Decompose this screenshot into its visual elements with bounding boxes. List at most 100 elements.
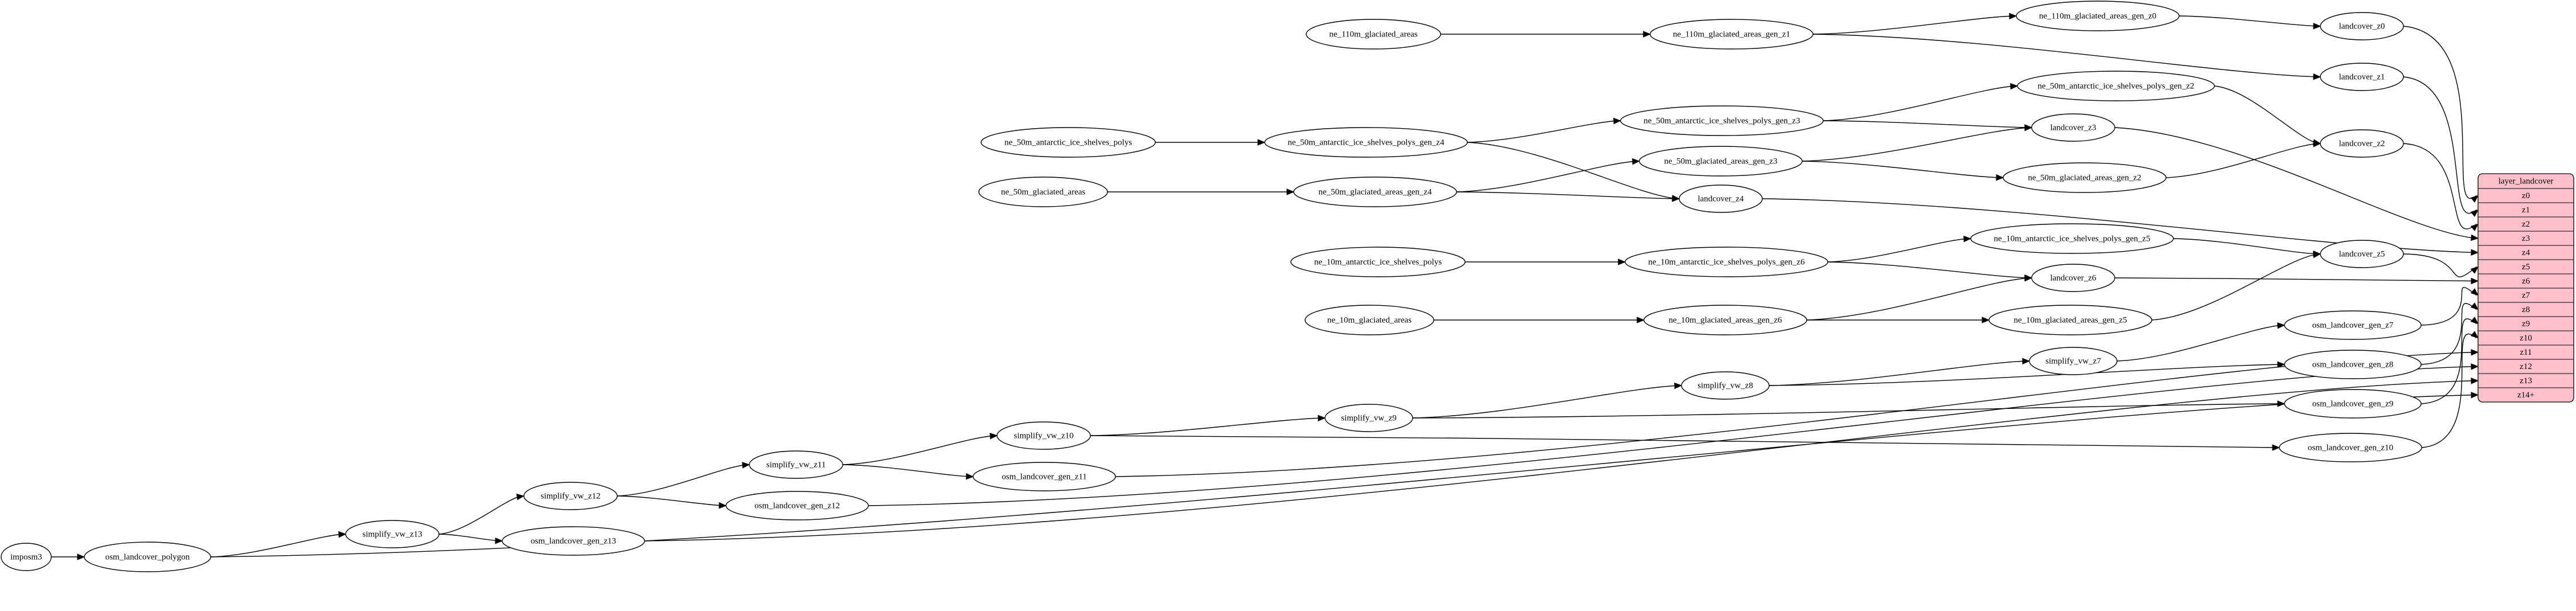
edge-arrowhead [2471,234,2479,241]
edge-arrowhead [2471,249,2479,256]
graph-node[interactable]: landcover_z1 [2320,63,2404,91]
edge-arrowhead [2022,358,2031,365]
edge-arrowhead [2024,124,2033,132]
graph-node[interactable]: osm_landcover_polygon [84,542,211,572]
graph-node[interactable]: ne_50m_glaciated_areas_gen_z2 [2003,162,2167,193]
node-ellipse [1305,305,1434,335]
node-ellipse [1620,105,1824,136]
graph-edge [1456,161,1638,192]
graph-node[interactable]: ne_110m_glaciated_areas_gen_z0 [2016,1,2180,31]
edge-arrowhead [1618,259,1626,265]
graph-node[interactable]: ne_10m_antarctic_ice_shelves_polys_gen_z… [1625,247,1828,277]
graph-node[interactable]: ne_50m_antarctic_ice_shelves_polys_gen_z… [1620,105,1824,136]
graph-edge [2165,143,2319,178]
graph-node[interactable]: landcover_z0 [2320,12,2404,40]
edge-arrowhead [495,537,503,544]
graph-edge [1090,417,1324,436]
graph-node[interactable]: ne_10m_antarctic_ice_shelves_polys [1290,247,1466,277]
graph-edge [617,464,748,497]
edges-layer [51,13,2479,560]
graph-node[interactable]: ne_50m_glaciated_areas [978,177,1108,207]
graph-node[interactable]: simplify_vw_z9 [1324,404,1413,432]
node-ellipse [2017,71,2215,101]
edge-arrowhead [2024,274,2033,282]
edge-arrowhead [1672,195,1680,202]
graph-node[interactable]: ne_110m_glaciated_areas [1306,19,1441,50]
graph-node[interactable]: landcover_z2 [2320,129,2404,158]
node-ellipse [523,482,618,510]
edge-arrowhead [742,462,750,469]
edge-arrowhead [2312,251,2321,259]
edge-arrowhead [2470,209,2479,217]
graph-edge [644,380,2477,542]
edge-arrowhead [516,494,525,501]
edge-arrowhead [2313,73,2321,80]
graph-node[interactable]: simplify_vw_z11 [749,450,843,479]
node-ellipse [2320,240,2404,268]
graph-node[interactable]: simplify_vw_z7 [2029,347,2118,375]
graph-edge [210,534,344,557]
graph-node[interactable]: landcover_z6 [2031,264,2115,292]
graph-edge [868,366,2477,506]
nodes-layer: ne_110m_glaciated_areas ne_110m_glaciated… [1,1,2422,572]
edge-arrowhead [1996,174,2004,181]
node-ellipse [749,450,843,479]
node-ellipse [1625,247,1828,277]
graph-node[interactable]: ne_50m_glaciated_areas_gen_z3 [1639,146,1803,177]
graph-edge [2214,85,2319,144]
node-ellipse [84,542,211,572]
edge-arrowhead [2277,361,2286,368]
graph-edge [2421,286,2477,326]
graph-node[interactable]: simplify_vw_z12 [523,482,618,510]
graph-node[interactable]: simplify_vw_z8 [1681,371,1770,400]
graph-edge [2421,318,2477,404]
graph-edge [2403,76,2477,214]
node-ellipse [2029,347,2118,375]
graph-node[interactable]: simplify_vw_z13 [345,520,440,548]
graph-node[interactable]: ne_10m_glaciated_areas_gen_z6 [1643,305,1807,335]
graph-node[interactable]: ne_110m_glaciated_areas_gen_z1 [1650,19,1814,50]
graph-node[interactable]: osm_landcover_gen_z13 [502,526,645,556]
graph-node[interactable]: osm_landcover_gen_z8 [2284,350,2422,379]
edge-arrowhead [2470,317,2479,325]
node-ellipse [973,462,1116,491]
graph-edge [2173,238,2319,255]
node-ellipse [1293,177,1457,207]
node-ellipse [2320,129,2404,158]
edge-arrowhead [2010,83,2019,90]
graph-node[interactable]: imposm3 [1,543,52,571]
node-ellipse [1,543,52,571]
graph-edge [1806,277,2031,321]
graph-edge [2116,325,2283,362]
graph-node[interactable]: osm_landcover_gen_z7 [2284,310,2422,340]
edge-arrowhead [1963,235,1972,243]
graph-node[interactable]: landcover_z5 [2320,240,2404,268]
graph-node[interactable]: ne_10m_glaciated_areas_gen_z5 [1988,305,2152,335]
node-ellipse [2320,12,2404,40]
edge-arrowhead [2277,322,2286,329]
graph-node[interactable]: landcover_z4 [1679,184,1763,213]
edge-arrowhead [2470,223,2479,231]
graph-node[interactable]: osm_landcover_gen_z11 [973,462,1116,491]
graph-edge [1456,191,1678,199]
graph-node[interactable]: ne_50m_glaciated_areas_gen_z4 [1293,177,1457,207]
edge-arrowhead [338,531,347,538]
graph-node[interactable]: ne_50m_antarctic_ice_shelves_polys_gen_z… [2017,71,2215,101]
edge-arrowhead [1632,158,1640,165]
graph-node[interactable]: ne_50m_antarctic_ice_shelves_polys_gen_z… [1264,127,1468,158]
node-ellipse [2284,350,2422,379]
graph-node[interactable]: osm_landcover_gen_z10 [2279,433,2422,462]
edge-arrowhead [719,502,727,509]
graph-node[interactable]: ne_10m_glaciated_areas [1305,305,1434,335]
graph-node[interactable]: osm_landcover_gen_z9 [2284,389,2422,419]
edge-arrowhead [2470,302,2479,310]
graph-node[interactable]: ne_50m_antarctic_ice_shelves_polys [981,127,1156,158]
edge-arrowhead [2470,266,2479,274]
graph-node[interactable]: osm_landcover_gen_z12 [725,491,869,520]
edge-arrowhead [2471,363,2479,370]
graph-node[interactable]: simplify_vw_z10 [996,421,1091,450]
graph-node[interactable]: landcover_z3 [2031,113,2115,142]
graph-node[interactable]: ne_10m_antarctic_ice_shelves_polys_gen_z… [1970,223,2174,254]
